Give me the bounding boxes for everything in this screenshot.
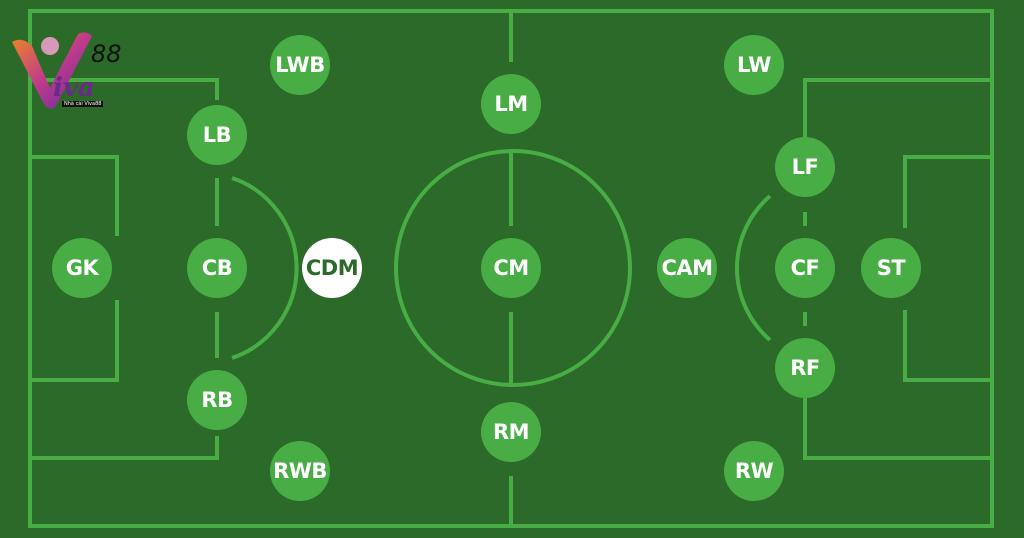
- position-gk[interactable]: GK: [52, 238, 112, 298]
- position-rb[interactable]: RB: [187, 370, 247, 430]
- logo-tagline: Nhà cái Viva88: [62, 101, 104, 107]
- position-rf[interactable]: RF: [775, 338, 835, 398]
- position-lb[interactable]: LB: [187, 105, 247, 165]
- position-st[interactable]: ST: [861, 238, 921, 298]
- position-cm[interactable]: CM: [481, 238, 541, 298]
- position-cf[interactable]: CF: [775, 238, 835, 298]
- left-goal-area-bottom: [30, 300, 119, 382]
- right-goal-area-bottom: [903, 310, 992, 382]
- left-goal-area: [30, 155, 119, 236]
- right-penalty-area-bottom: [803, 398, 992, 460]
- right-penalty-arc: [735, 194, 772, 342]
- v-logo-mark: [12, 32, 92, 109]
- position-rw[interactable]: RW: [724, 441, 784, 501]
- logo-word: iva: [53, 73, 95, 103]
- position-cam[interactable]: CAM: [657, 238, 717, 298]
- right-penalty-area: [803, 78, 992, 138]
- position-rm[interactable]: RM: [481, 402, 541, 462]
- position-lw[interactable]: LW: [724, 35, 784, 95]
- position-lf[interactable]: LF: [775, 137, 835, 197]
- left-penalty-area: [30, 78, 219, 100]
- viva88-logo: [8, 26, 130, 114]
- position-lm[interactable]: LM: [481, 74, 541, 134]
- position-cdm[interactable]: CDM: [302, 238, 362, 298]
- position-rwb[interactable]: RWB: [270, 441, 330, 501]
- left-penalty-area-bottom: [30, 436, 219, 460]
- position-lwb[interactable]: LWB: [270, 35, 330, 95]
- left-penalty-arc: [231, 176, 299, 360]
- right-goal-area: [903, 155, 992, 228]
- center-circle: [394, 149, 632, 387]
- logo-number: 88: [91, 40, 122, 68]
- position-cb[interactable]: CB: [187, 238, 247, 298]
